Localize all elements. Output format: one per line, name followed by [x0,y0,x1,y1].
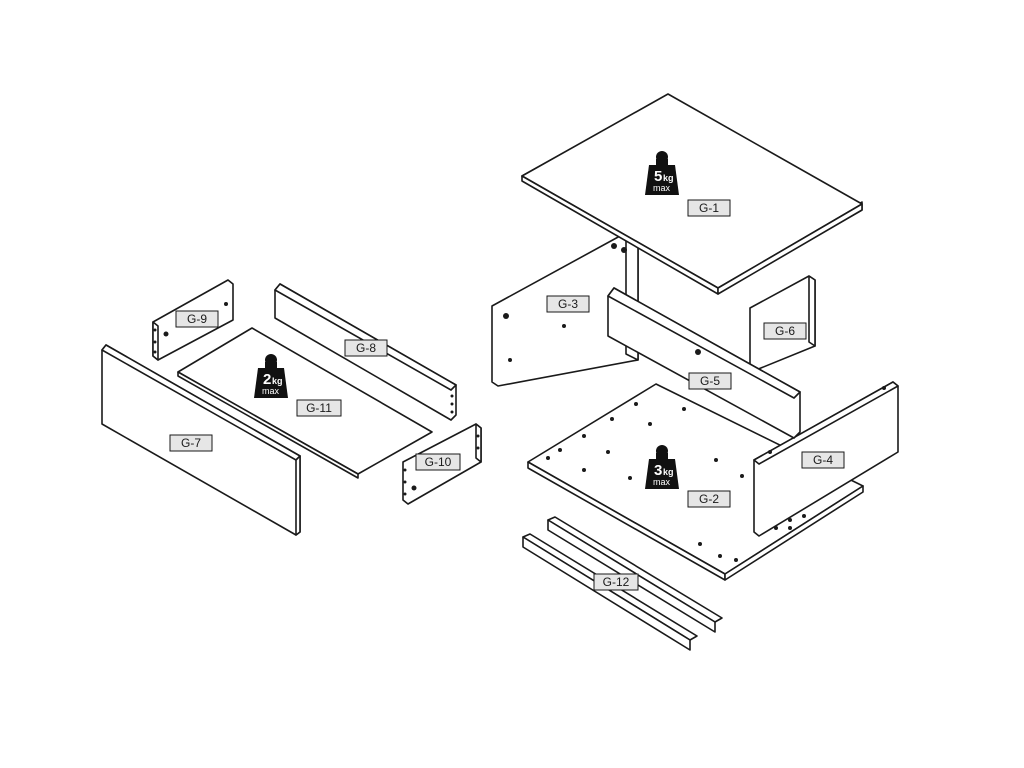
weight-icon: 3 kg max [645,445,679,489]
part-label-g7: G-7 [181,436,201,450]
part-g2-bottom-board [527,383,864,581]
weight-icon: 5 kg max [645,151,679,195]
part-tag-g3: G-3 [546,295,590,313]
part-label-g8: G-8 [356,341,376,355]
part-label-g11: G-11 [306,401,332,415]
part-tag-g1: G-1 [687,199,731,217]
part-label-g4: G-4 [813,453,833,467]
weight-value-bottom: 3 [654,462,662,479]
weight-label-drawer: max [262,386,280,396]
part-tag-g6: G-6 [763,322,807,340]
part-tag-g12: G-12 [593,573,639,591]
part-tag-g4: G-4 [801,451,845,469]
weight-unit-drawer: kg [272,376,283,386]
part-tag-g8: G-8 [344,339,388,357]
part-tag-g5: G-5 [688,372,732,390]
part-label-g6: G-6 [775,324,795,338]
part-label-g9: G-9 [187,312,207,326]
part-tag-g9: G-9 [175,310,219,328]
part-label-g3: G-3 [558,297,578,311]
part-label-g2: G-2 [699,492,719,506]
part-tag-g11: G-11 [296,399,342,417]
part-label-g5: G-5 [700,374,720,388]
part-label-g1: G-1 [699,201,719,215]
part-tag-g10: G-10 [415,453,461,471]
part-tag-g2: G-2 [687,490,731,508]
part-label-g12: G-12 [603,575,630,589]
weight-value-drawer: 2 [263,371,271,388]
part-tag-g7: G-7 [169,434,213,452]
part-g1-top-board [521,93,863,295]
part-label-g10: G-10 [425,455,452,469]
part-g5-divider-panel [607,287,801,439]
weight-icon: 2 kg max [254,354,288,398]
weight-value-top: 5 [654,168,662,185]
weight-unit-top: kg [663,173,674,183]
weight-label-bottom: max [653,477,671,487]
weight-unit-bottom: kg [663,467,674,477]
weight-label-top: max [653,183,671,193]
